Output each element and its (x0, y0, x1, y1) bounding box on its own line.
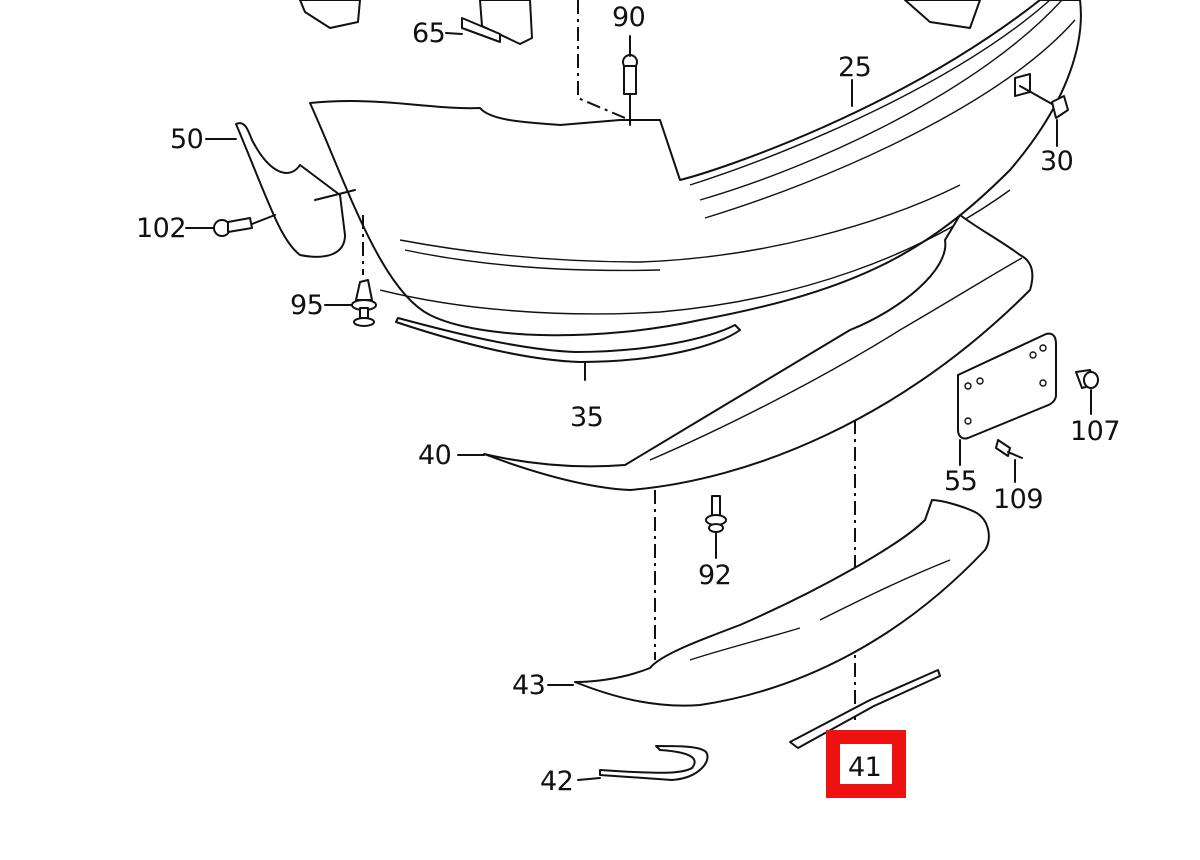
part-label-35[interactable]: 35 (570, 402, 604, 433)
part-label-55[interactable]: 55 (944, 466, 978, 497)
part-25-bumper-cover[interactable] (309, 0, 1082, 337)
part-label-90[interactable]: 90 (612, 2, 646, 33)
part-90-screw[interactable] (622, 54, 638, 126)
part-92-screw[interactable] (705, 495, 727, 533)
leader-lines (185, 32, 1092, 781)
highlight-box-part-41 (826, 730, 906, 798)
part-42-trim[interactable] (599, 745, 709, 781)
part-95-clip[interactable] (351, 279, 377, 327)
part-label-65[interactable]: 65 (412, 18, 446, 49)
part-30-cap[interactable] (1051, 95, 1069, 119)
part-35-trim-strip[interactable] (395, 317, 741, 363)
part-label-25[interactable]: 25 (838, 52, 872, 83)
part-109-clip[interactable] (995, 439, 1023, 459)
part-40-lower-panel[interactable] (483, 214, 1034, 491)
part-label-102[interactable]: 102 (136, 213, 187, 244)
part-55-plate-bracket[interactable] (957, 332, 1057, 440)
part-label-40[interactable]: 40 (418, 440, 452, 471)
part-label-95[interactable]: 95 (290, 290, 324, 321)
bumper-bracket-top (299, 0, 981, 45)
part-107-nut[interactable] (1075, 369, 1099, 389)
part-label-42[interactable]: 42 (540, 766, 574, 797)
part-label-43[interactable]: 43 (512, 670, 546, 701)
part-label-109[interactable]: 109 (993, 484, 1044, 515)
part-43-diffuser[interactable] (574, 499, 990, 707)
part-label-41[interactable]: 41 (848, 752, 882, 783)
part-102-screw[interactable] (213, 214, 276, 237)
part-label-50[interactable]: 50 (170, 124, 204, 155)
part-41-trim[interactable] (789, 669, 941, 749)
part-50-side-bracket[interactable] (235, 122, 356, 258)
part-label-30[interactable]: 30 (1040, 146, 1074, 177)
part-label-107[interactable]: 107 (1070, 416, 1121, 447)
part-65-strip[interactable] (461, 17, 501, 43)
part-label-92[interactable]: 92 (698, 560, 732, 591)
